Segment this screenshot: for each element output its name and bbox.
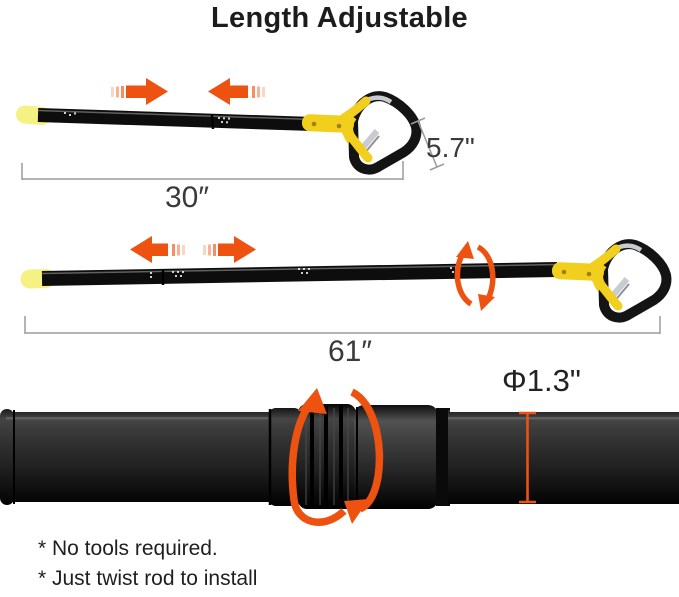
handle-height-label: 5.7" [426,132,475,163]
note-no-tools: * No tools required. [38,537,218,560]
twist-arrow-icon [288,388,384,526]
long-length-label: 61″ [328,335,372,368]
long-pole [20,262,558,289]
length-30-dimension [21,161,404,180]
long-pole-handle [552,244,667,317]
page-title: Length Adjustable [211,2,468,34]
closeup-pole [0,404,679,509]
rotate-arrow-icon [454,241,496,311]
diameter-label: Φ1.3" [502,363,581,398]
diameter-dimension [519,411,536,504]
short-pole-figure [16,78,445,180]
long-pole-figure [20,236,667,334]
pole-markings [150,267,459,278]
length-61-dimension [24,316,661,334]
short-pole [16,105,345,132]
extend-arrow-left-icon [130,236,185,263]
extend-arrow-right-icon [203,236,256,263]
short-pole-handle [302,96,417,169]
short-length-label: 30″ [165,181,209,214]
handle-height-dimension [410,117,445,171]
pole-markings [64,112,230,124]
pole-closeup-figure [0,388,679,526]
note-twist-install: * Just twist rod to install [38,567,258,590]
retract-arrow-left-icon [208,78,265,105]
retract-arrow-right-icon [111,78,168,105]
